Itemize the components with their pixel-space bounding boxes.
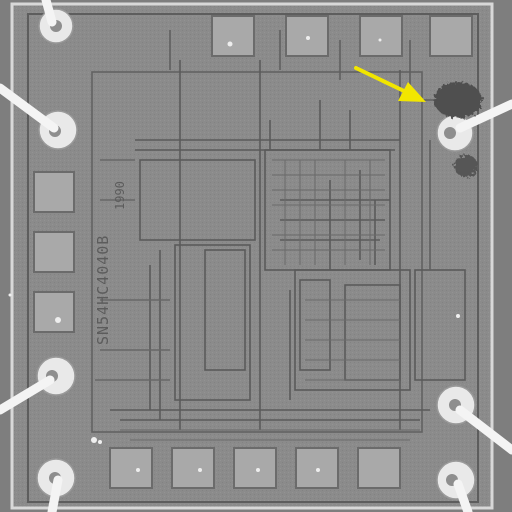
bond-pad [359,15,403,57]
bond-wire [47,475,63,512]
bond-wire [0,375,55,415]
die-marking: SN54HC4040B 1990 [94,181,127,345]
bond-pad [295,447,339,489]
die-year-code: 1990 [113,181,127,210]
bond-wire [453,479,473,512]
bond-wire [41,0,57,27]
pad-highlights [55,36,382,472]
bond-wire [455,405,512,455]
bond-wire [0,83,59,133]
bond-pad [33,231,75,273]
debris [8,293,460,444]
contamination-particles [434,82,482,177]
bond-pad [429,15,473,57]
bond-pad [109,447,153,489]
bond-pad [33,291,75,333]
bond-pad [285,15,329,57]
annotation-arrow [354,66,426,102]
die-part-number: SN54HC4040B [94,235,112,345]
contamination-particle [434,82,482,118]
bond-pad [357,447,401,489]
fine-circuit-lines [120,159,420,441]
bond-pad [171,447,215,489]
bond-pad [211,15,255,57]
bond-pad [33,171,75,213]
contamination-particle [454,155,478,177]
core-circuitry [91,30,470,433]
die-inner-border [27,13,479,503]
bond-pad [233,447,277,489]
bond-wire [455,99,512,133]
bond-pads [33,15,473,489]
